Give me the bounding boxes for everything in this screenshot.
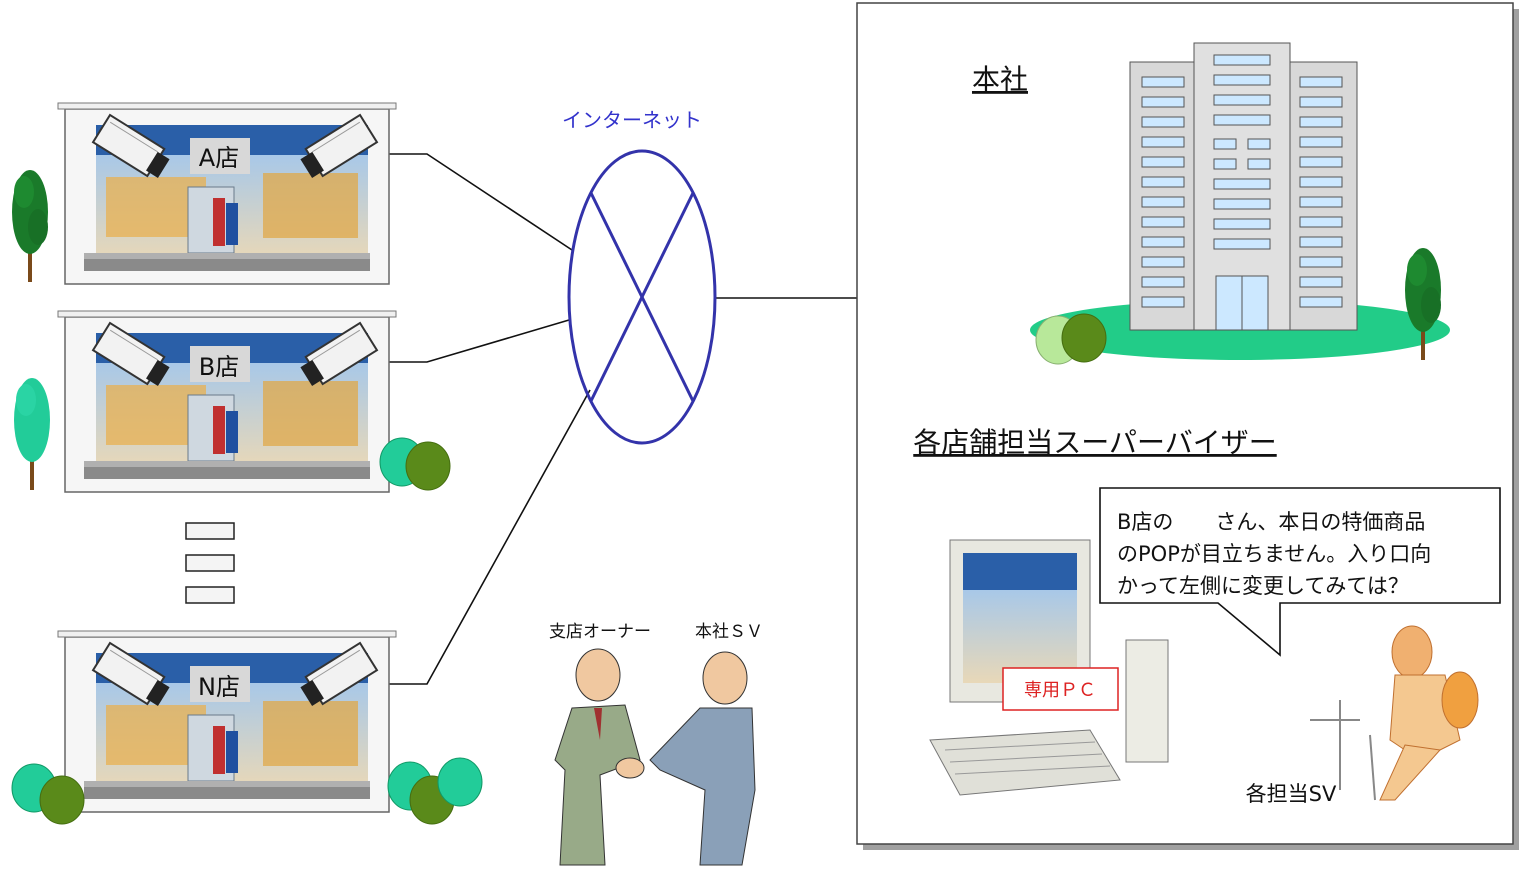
branch-owner-figure bbox=[554, 648, 641, 866]
supervisor-heading: 各店舗担当スーパーバイザー bbox=[913, 426, 1276, 459]
tree bbox=[14, 378, 50, 490]
more-stores-ellipsis bbox=[185, 522, 235, 604]
link-store-a bbox=[362, 153, 573, 251]
store-b: B店 bbox=[58, 311, 396, 492]
handshake-illustration: 支店オーナー 本社ＳＶ bbox=[549, 622, 763, 866]
owner-label: 支店オーナー bbox=[549, 622, 651, 642]
bushes bbox=[379, 437, 451, 491]
store-a-label: A店 bbox=[199, 144, 239, 172]
headquarters-title: 本社 bbox=[972, 63, 1028, 96]
bushes bbox=[1035, 313, 1107, 365]
speech-line-2: のPOPが目立ちません。入り口向 bbox=[1117, 542, 1431, 566]
store-a: A店 bbox=[58, 103, 396, 284]
speech-line-3: かって左側に変更してみては？ bbox=[1117, 574, 1409, 598]
headquarters-panel: 本社 bbox=[856, 2, 1519, 850]
speech-bubble: B店の さん、本日の特価商品 のPOPが目立ちません。入り口向 かって左側に変更… bbox=[1099, 487, 1501, 657]
internet-label: インターネット bbox=[562, 108, 702, 132]
sv-label: 各担当SV bbox=[1246, 782, 1337, 806]
internet-cloud: インターネット bbox=[562, 108, 717, 445]
hq-sv-figure bbox=[649, 651, 756, 866]
office-building bbox=[1030, 42, 1450, 360]
hq-sv-label: 本社ＳＶ bbox=[695, 622, 763, 642]
link-store-b bbox=[362, 319, 570, 363]
tree bbox=[12, 170, 48, 282]
store-n-label: N店 bbox=[198, 673, 240, 701]
pc-label: 専用ＰＣ bbox=[1024, 680, 1096, 701]
speech-line-1: B店の さん、本日の特価商品 bbox=[1117, 510, 1425, 534]
store-n: N店 bbox=[58, 631, 396, 812]
dedicated-pc: 専用ＰＣ bbox=[929, 539, 1169, 796]
supervisor-figure: 各担当SV bbox=[1246, 625, 1479, 806]
store-b-label: B店 bbox=[199, 353, 239, 381]
